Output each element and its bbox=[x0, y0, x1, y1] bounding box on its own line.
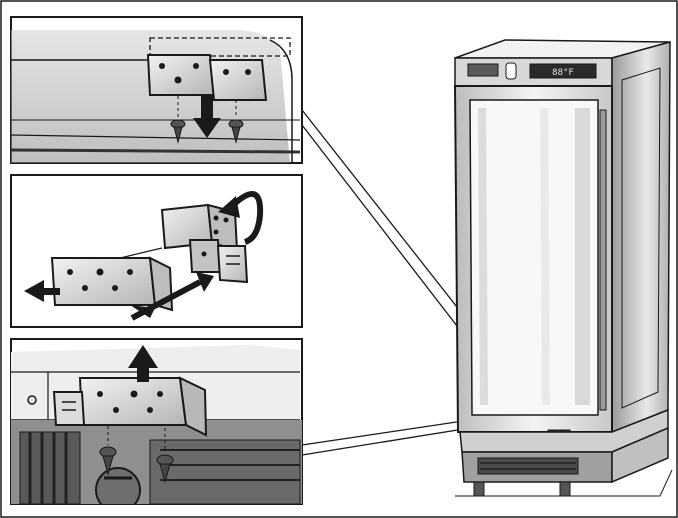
screw-icon bbox=[170, 119, 186, 144]
screw-icon bbox=[99, 446, 117, 476]
arrow-down-icon bbox=[193, 96, 221, 138]
arrow-up-icon bbox=[128, 345, 158, 382]
power-button-icon bbox=[505, 62, 517, 80]
display-readout: 88°F bbox=[552, 68, 574, 78]
panel-top-remove-bracket bbox=[10, 16, 303, 164]
control-display-icon bbox=[529, 63, 597, 79]
door-handle bbox=[599, 109, 607, 411]
arrow-left-icon bbox=[24, 280, 60, 302]
grille-vent bbox=[477, 457, 579, 475]
appliance-wine-cooler: 88°F bbox=[453, 39, 673, 497]
panel-bottom-install-bracket bbox=[10, 338, 303, 505]
screw-icon bbox=[156, 454, 174, 484]
screw-icon bbox=[228, 119, 244, 144]
leveling-foot bbox=[473, 481, 485, 497]
panel-middle-reconfigure-bracket bbox=[10, 174, 303, 328]
leveling-foot bbox=[559, 481, 571, 497]
door-glass bbox=[469, 99, 599, 416]
vent-slot bbox=[467, 63, 499, 77]
rotate-arrow-icon bbox=[218, 191, 264, 245]
